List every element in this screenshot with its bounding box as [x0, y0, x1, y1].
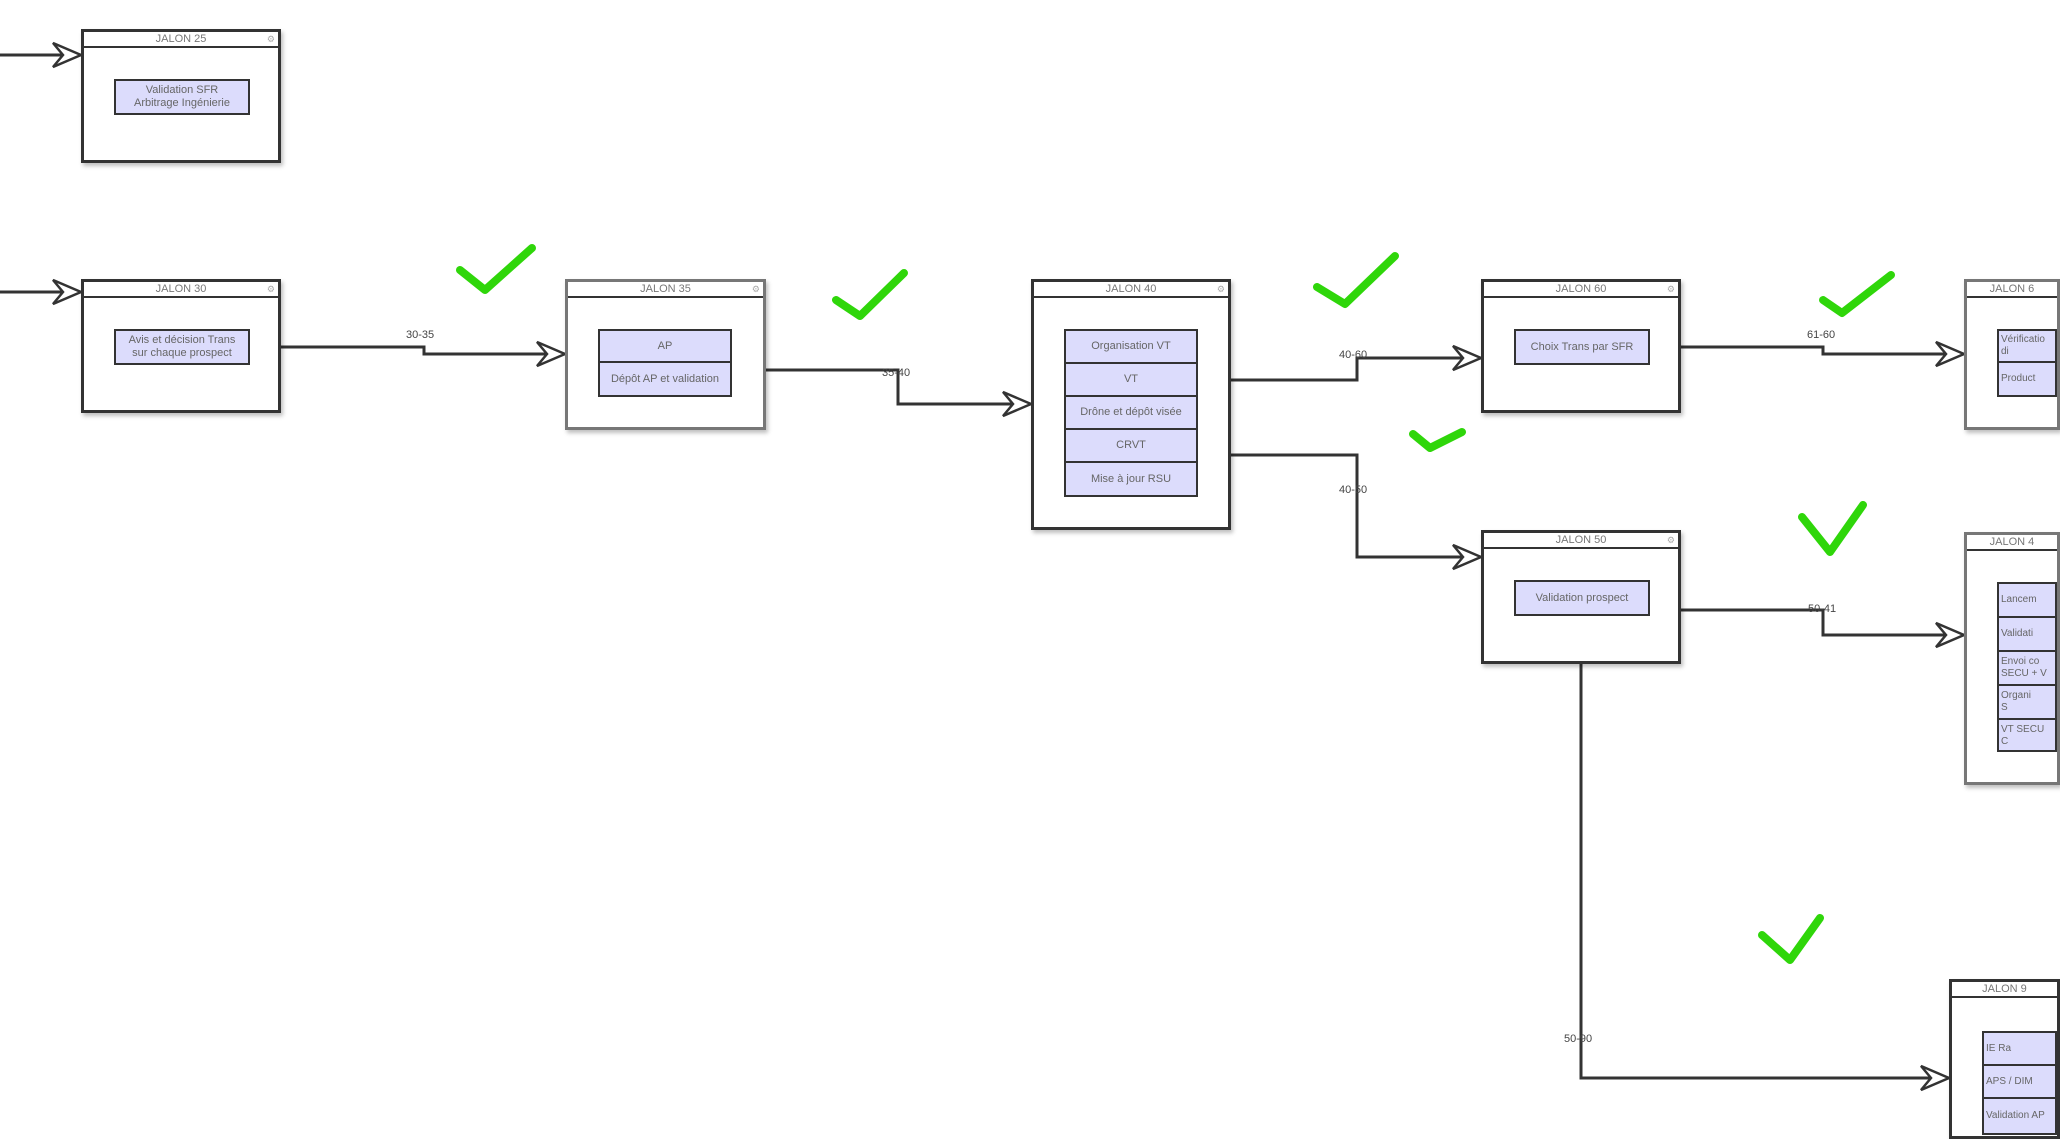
- jalon-title: JALON 4: [1989, 536, 2035, 548]
- connector-line: [1231, 453, 1481, 559]
- jalon-6x[interactable]: JALON 6 Vérificatio di Product: [1964, 279, 2060, 430]
- checkmark-icon: [456, 244, 536, 294]
- link-label-40-60: 40-60: [1339, 349, 1368, 361]
- link-label-50-41: 50-41: [1808, 603, 1837, 615]
- gear-icon[interactable]: ⚙: [1666, 284, 1675, 294]
- arrowhead-icon: [1935, 340, 1968, 368]
- task-list: AP Dépôt AP et validation: [598, 329, 732, 397]
- jalon-9x[interactable]: JALON 9 IE Ra APS / DIM Validation AP: [1949, 979, 2060, 1139]
- arrowhead-icon: [1935, 621, 1968, 649]
- task-list: Validation prospect: [1514, 580, 1650, 616]
- jalon-header: JALON 35 ⚙: [568, 282, 763, 298]
- task-item[interactable]: Organi S: [1999, 686, 2055, 720]
- task-list: IE Ra APS / DIM Validation AP: [1982, 1031, 2057, 1135]
- jalon-header: JALON 30 ⚙: [84, 282, 278, 298]
- arrowhead-icon: [1002, 390, 1035, 418]
- task-item[interactable]: Lancem: [1999, 584, 2055, 618]
- task-item[interactable]: APS / DIM: [1984, 1066, 2055, 1099]
- task-item[interactable]: Envoi co SECU + V: [1999, 652, 2055, 686]
- jalon-header: JALON 6: [1967, 282, 2057, 298]
- jalon-25[interactable]: JALON 25 ⚙ Validation SFR Arbitrage Ingén…: [81, 29, 281, 163]
- jalon-header: JALON 4: [1967, 535, 2057, 551]
- jalon-title: JALON 30: [155, 283, 207, 295]
- jalon-title: JALON 35: [640, 283, 691, 295]
- task-item[interactable]: Validati: [1999, 618, 2055, 652]
- task-item[interactable]: Validation AP: [1986, 1109, 2045, 1121]
- connector-line: [1231, 356, 1481, 382]
- jalon-title: JALON 25: [155, 33, 207, 45]
- task-list: Lancem Validati Envoi co SECU + V Organi…: [1997, 582, 2057, 752]
- task-item[interactable]: VT SECU C: [2001, 724, 2045, 747]
- task-item[interactable]: Mise à jour RSU: [1090, 472, 1172, 485]
- gear-icon[interactable]: ⚙: [1216, 284, 1225, 294]
- gear-icon[interactable]: ⚙: [751, 284, 760, 294]
- connector-line: [1681, 345, 1964, 356]
- task-item[interactable]: Organisation VT: [1066, 331, 1196, 364]
- jalon-header: JALON 9: [1952, 982, 2057, 998]
- connectors-layer: [0, 41, 1968, 1092]
- jalon-title: JALON 9: [1982, 983, 2027, 995]
- link-label-50-90: 50-90: [1564, 1033, 1593, 1045]
- jalon-40[interactable]: JALON 40 ⚙ Organisation VT VT Drône et dé…: [1031, 279, 1231, 530]
- jalon-4x[interactable]: JALON 4 Lancem Validati Envoi co SECU + …: [1964, 532, 2060, 785]
- jalon-30[interactable]: JALON 30 ⚙ Avis et décision Trans sur cha…: [81, 279, 281, 413]
- connector-line: [281, 345, 565, 356]
- task-list: Vérificatio di Product: [1997, 329, 2057, 397]
- link-label-35-40: 35-40: [882, 367, 911, 379]
- task-item[interactable]: Dépôt AP et validation: [610, 372, 720, 385]
- gear-icon[interactable]: ⚙: [266, 34, 275, 44]
- arrowhead-icon: [1920, 1064, 1953, 1092]
- arrowhead-icon: [52, 278, 85, 306]
- connector-line: [1579, 664, 1949, 1080]
- jalon-header: JALON 25 ⚙: [84, 32, 278, 48]
- jalon-35[interactable]: JALON 35 ⚙ AP Dépôt AP et validation: [565, 279, 766, 430]
- jalon-title: JALON 60: [1555, 283, 1607, 295]
- jalon-50[interactable]: JALON 50 ⚙ Validation prospect: [1481, 530, 1681, 664]
- task-item[interactable]: CRVT: [1066, 430, 1196, 463]
- task-list: Avis et décision Trans sur chaque prospe…: [114, 329, 250, 365]
- checkmark-icon: [1798, 501, 1867, 556]
- task-list: Organisation VT VT Drône et dépôt visée …: [1064, 329, 1198, 497]
- link-label-30-35: 30-35: [406, 329, 435, 341]
- task-item[interactable]: Validation prospect: [1535, 591, 1629, 604]
- jalon-header: JALON 40 ⚙: [1034, 282, 1228, 298]
- task-item[interactable]: Vérificatio di: [1999, 331, 2055, 363]
- jalon-header: JALON 60 ⚙: [1484, 282, 1678, 298]
- gear-icon[interactable]: ⚙: [266, 284, 275, 294]
- checkmark-icon: [1409, 428, 1466, 452]
- task-item[interactable]: IE Ra: [1984, 1033, 2055, 1066]
- link-label-40-50: 40-50: [1339, 484, 1368, 496]
- task-list: Validation SFR Arbitrage Ingénierie: [114, 79, 250, 115]
- checkmark-icon: [1313, 252, 1399, 308]
- task-item[interactable]: Validation SFR Arbitrage Ingénierie: [133, 84, 230, 109]
- task-item[interactable]: VT: [1066, 364, 1196, 397]
- arrowhead-icon: [1452, 543, 1485, 571]
- connector-line: [1681, 608, 1964, 637]
- checkmark-icon: [1819, 271, 1895, 317]
- task-item[interactable]: Avis et décision Trans sur chaque prospe…: [128, 334, 236, 359]
- checkmark-icon: [1758, 914, 1824, 964]
- jalon-title: JALON 50: [1555, 534, 1607, 546]
- jalon-title: JALON 40: [1105, 283, 1157, 295]
- gear-icon[interactable]: ⚙: [1666, 535, 1675, 545]
- connector-line: [766, 368, 1031, 406]
- jalon-header: JALON 50 ⚙: [1484, 533, 1678, 549]
- arrowhead-icon: [536, 340, 569, 368]
- jalon-60[interactable]: JALON 60 ⚙ Choix Trans par SFR: [1481, 279, 1681, 413]
- arrowhead-icon: [52, 41, 85, 69]
- task-list: Choix Trans par SFR: [1514, 329, 1650, 365]
- task-item[interactable]: Product: [2001, 373, 2036, 384]
- arrowhead-icon: [1452, 344, 1485, 372]
- task-item[interactable]: Drône et dépôt visée: [1066, 397, 1196, 430]
- jalon-title: JALON 6: [1989, 283, 2035, 295]
- task-item[interactable]: AP: [600, 331, 730, 363]
- checkmark-icon: [832, 269, 908, 320]
- link-label-61-60: 61-60: [1807, 329, 1836, 341]
- task-item[interactable]: Choix Trans par SFR: [1530, 340, 1634, 353]
